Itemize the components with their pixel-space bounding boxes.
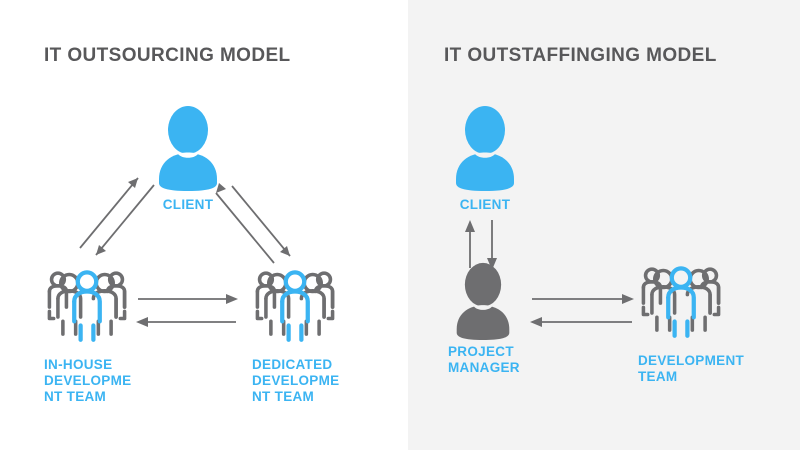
arrowhead-left [136, 317, 148, 327]
arrowhead-left [530, 317, 542, 327]
connector-pm-devteam [530, 294, 634, 327]
people-group-icon [47, 270, 127, 342]
label-line-1: DEDICATED [252, 357, 333, 372]
person-icon-svg [456, 106, 514, 191]
node-dedicated-team: DEDICATED DEVELOPME NT TEAM [252, 266, 372, 405]
connector-client-pm [465, 220, 497, 270]
node-label-dedicated-team: DEDICATED DEVELOPME NT TEAM [252, 357, 372, 405]
label-line-2: MANAGER [448, 360, 520, 375]
label-line-2: DEVELOPME [252, 373, 340, 388]
node-client-outstaffing: CLIENT [448, 105, 522, 213]
node-label-project-manager: PROJECT MANAGER [448, 344, 558, 376]
arrowhead-up [465, 220, 475, 232]
label-line-1: PROJECT [448, 344, 514, 359]
connector-client-dedicated [215, 183, 291, 264]
people-group-icon [641, 266, 721, 338]
node-label-development-team: DEVELOPMENT TEAM [638, 353, 788, 385]
arrowhead-down [487, 258, 497, 270]
connector-inhouse-client [79, 177, 155, 256]
person-icon-svg [159, 106, 217, 191]
node-label-client: CLIENT [459, 197, 511, 212]
panel-outsourcing [0, 0, 408, 450]
node-project-manager: PROJECT MANAGER [448, 262, 558, 376]
node-client-outsourcing: CLIENT [151, 105, 225, 213]
label-line-3: NT TEAM [44, 389, 107, 404]
panel-title-outsourcing: IT OUTSOURCING MODEL [44, 45, 291, 66]
node-development-team: DEVELOPMENT TEAM [638, 262, 788, 385]
label-line-1: IN-HOUSE [44, 357, 113, 372]
person-icon [448, 105, 522, 191]
people-group-icon [255, 270, 335, 342]
person-icon [151, 105, 225, 191]
person-icon [448, 262, 522, 340]
arrowhead-up [216, 183, 226, 193]
arrowhead-right [622, 294, 634, 304]
label-line-2: DEVELOPME [44, 373, 132, 388]
connector-inhouse-dedicated [136, 294, 238, 327]
arrowhead-down [96, 245, 106, 255]
panel-title-outstaffing: IT OUTSTAFFINGING MODEL [444, 45, 717, 66]
node-label-client: CLIENT [162, 197, 214, 212]
node-label-in-house-team: IN-HOUSE DEVELOPME NT TEAM [44, 357, 164, 405]
arrowhead-up [128, 178, 138, 188]
label-line-2: TEAM [638, 369, 678, 384]
person-icon-svg [456, 262, 510, 340]
arrowhead-right [226, 294, 238, 304]
arrowhead-down [280, 246, 290, 256]
panel-outstaffing [408, 0, 800, 450]
label-line-3: NT TEAM [252, 389, 315, 404]
label-line-1: DEVELOPMENT [638, 353, 745, 368]
node-in-house-team: IN-HOUSE DEVELOPME NT TEAM [44, 266, 164, 405]
